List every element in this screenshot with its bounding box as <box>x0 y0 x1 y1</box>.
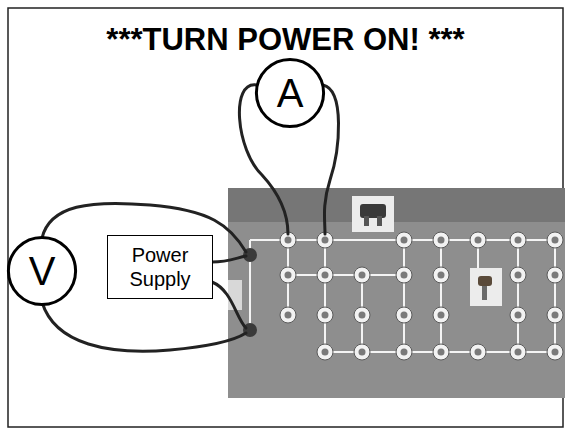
node-label: A <box>277 69 304 117</box>
node-label: Power Supply <box>114 243 206 291</box>
component-top <box>352 196 394 232</box>
voltmeter-circle: V <box>7 236 77 306</box>
ammeter-circle: A <box>255 58 325 128</box>
board-pegs <box>280 232 563 360</box>
title-text: ***TURN POWER ON! *** <box>0 22 571 58</box>
node-label: V <box>29 247 56 295</box>
power-supply-box: Power Supply <box>107 235 213 299</box>
circuit-board <box>228 188 565 398</box>
component-right <box>470 268 502 306</box>
